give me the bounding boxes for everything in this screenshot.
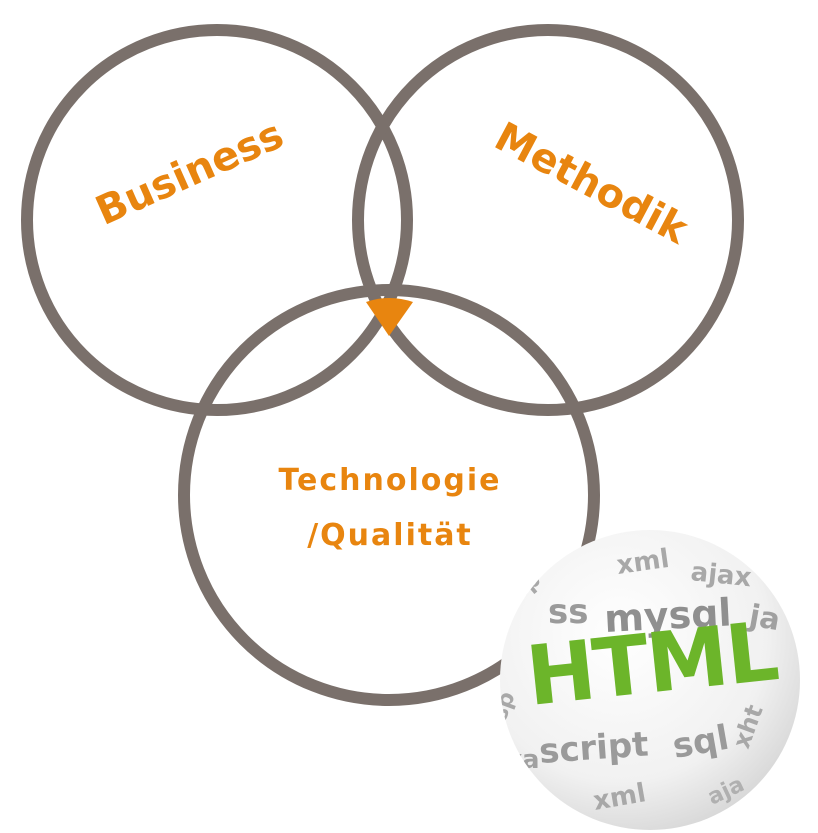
sphere-word: sql <box>670 718 732 767</box>
sphere-word: script <box>538 724 650 772</box>
label-technologie-line2: /Qualität <box>307 518 473 553</box>
label-business: Business <box>89 111 290 234</box>
intersection-highlight <box>366 298 413 336</box>
sphere-word: ss <box>548 592 588 632</box>
circle-methodik <box>352 24 744 416</box>
sphere-word: ja <box>746 598 783 638</box>
sphere-body <box>500 530 800 830</box>
sphere-word: ajax <box>689 557 753 593</box>
sphere-word: xml <box>615 544 671 581</box>
sphere-word: va <box>505 745 540 775</box>
label-methodik: Methodik <box>487 114 696 254</box>
circle-business <box>21 24 413 416</box>
circle-technologie <box>178 284 600 706</box>
html-word-sphere: xml ajax ss mysql ja script sql xht xml … <box>500 530 800 830</box>
label-technologie-line1: Technologie <box>279 463 502 498</box>
sphere-word: mysql <box>603 590 732 641</box>
